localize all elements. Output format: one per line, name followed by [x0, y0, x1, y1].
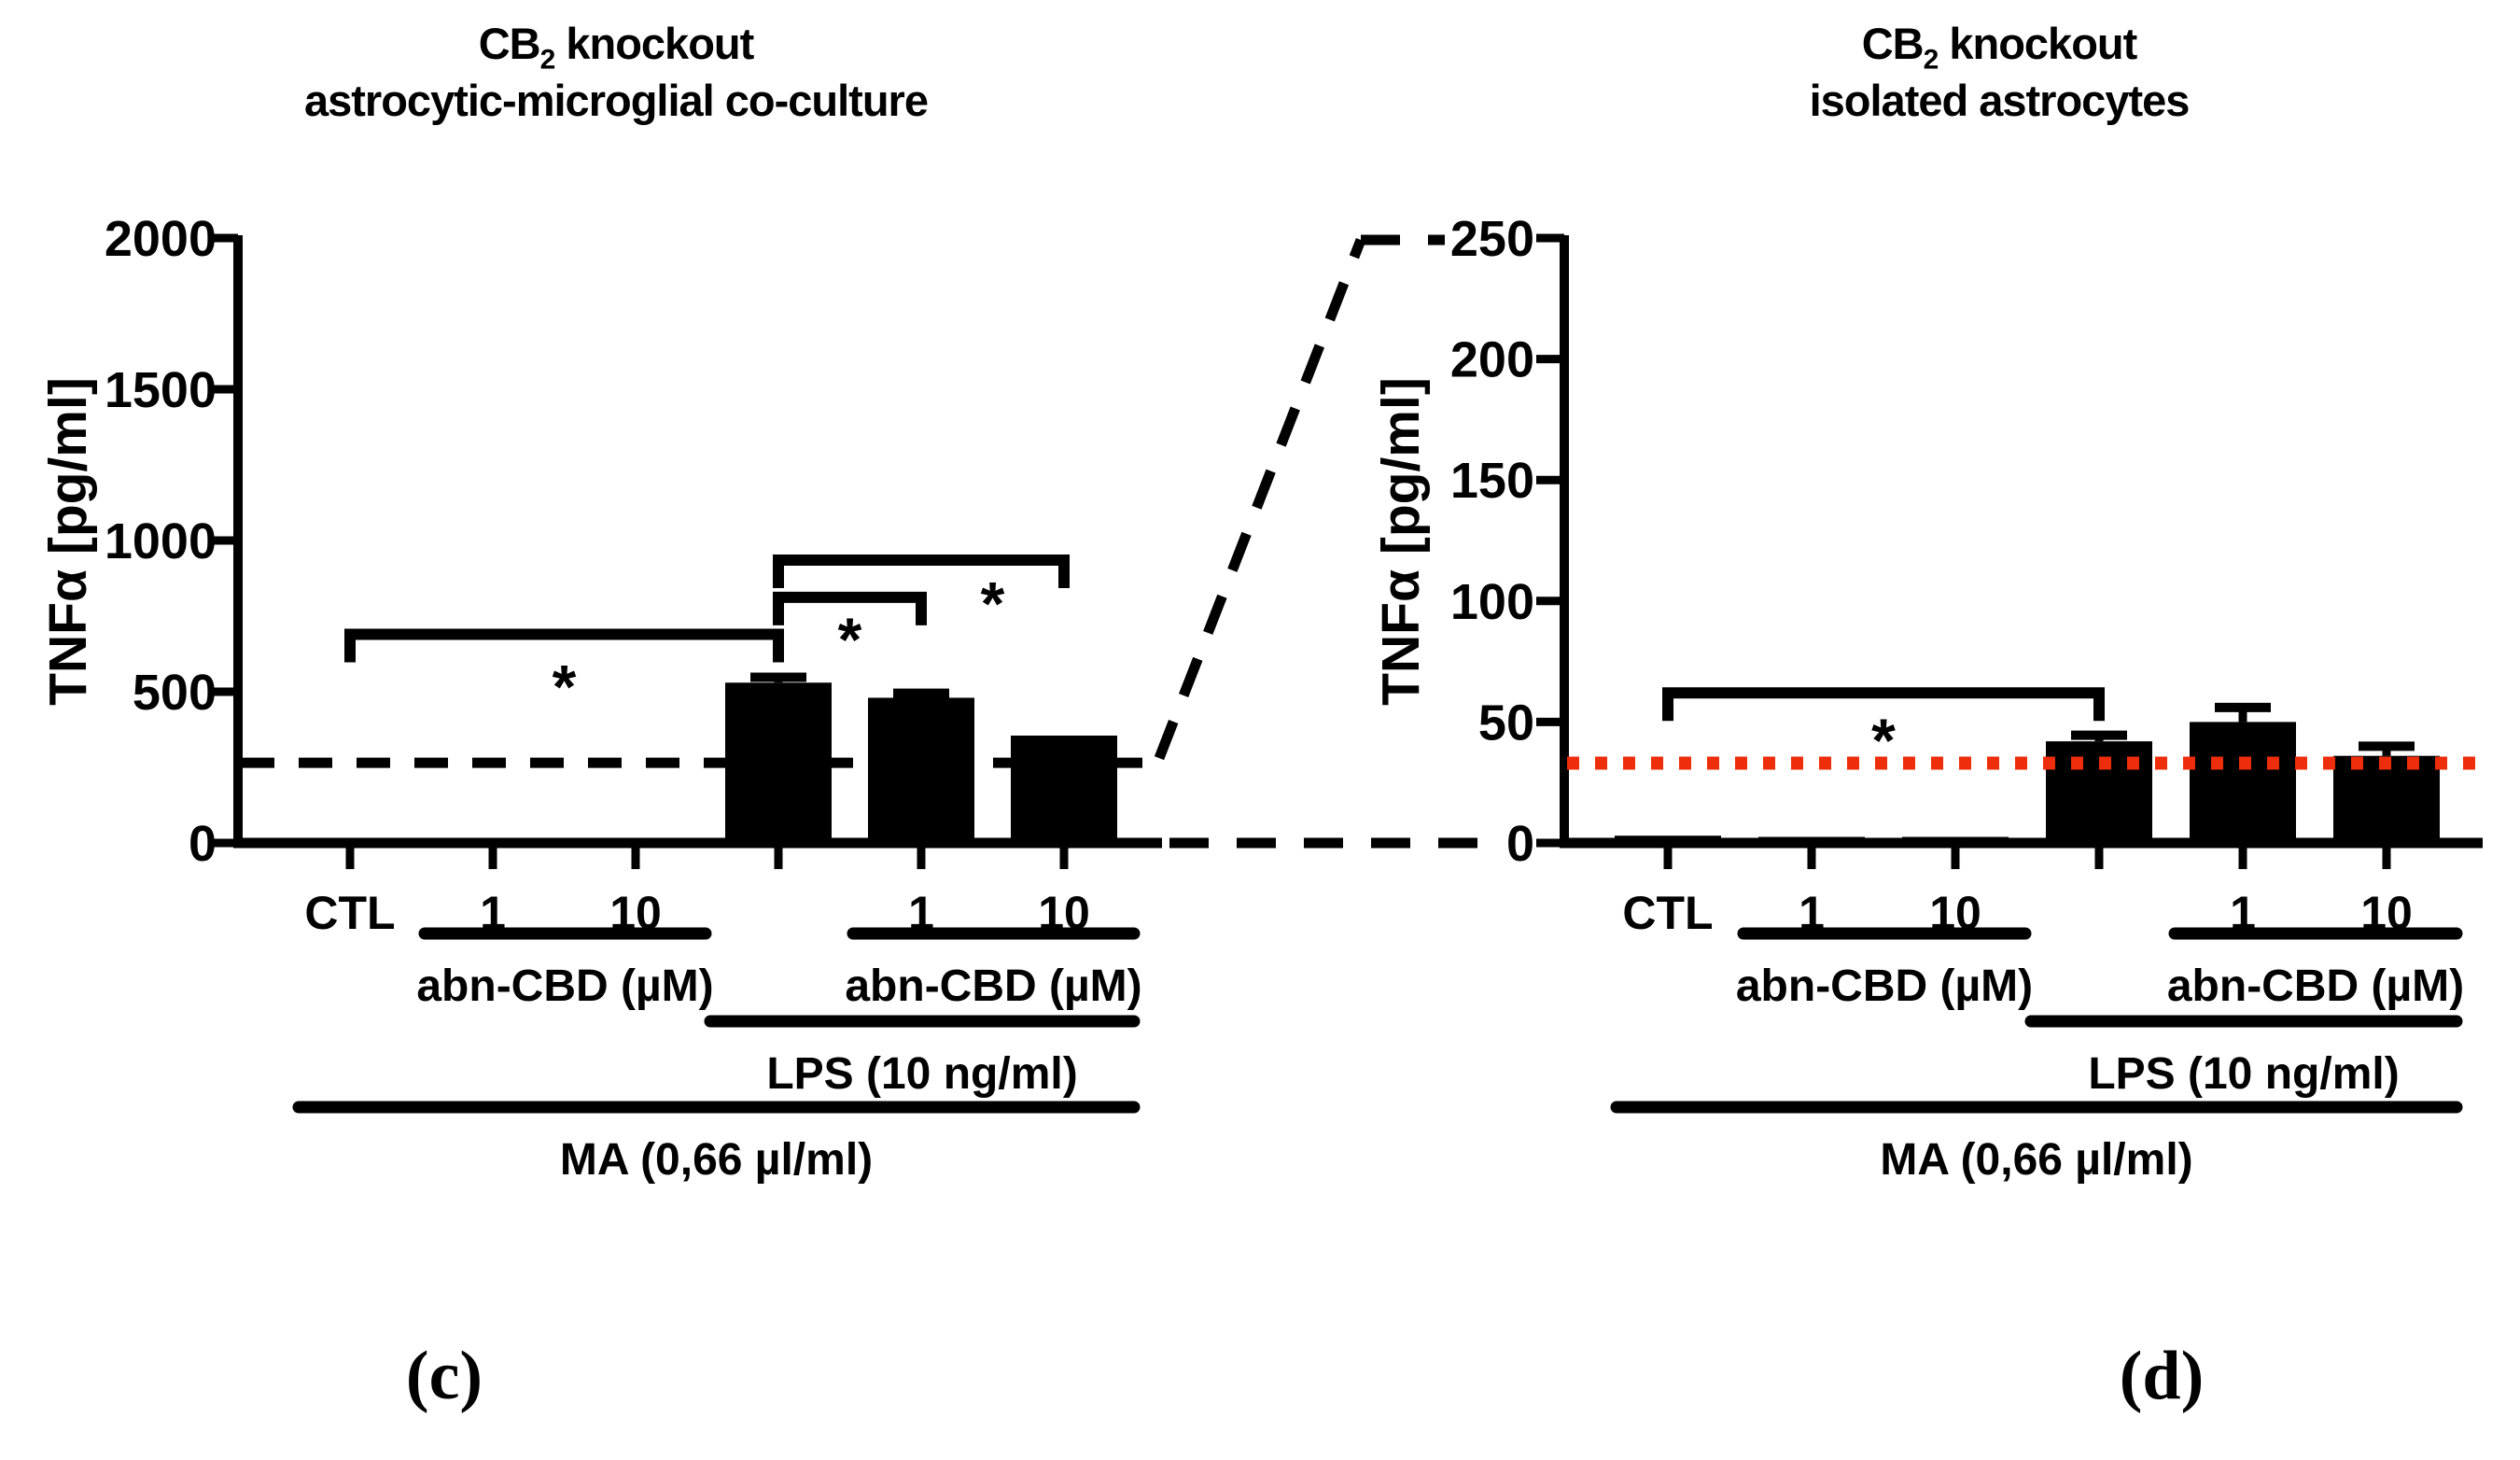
x-tick-label: CTL [1622, 887, 1713, 939]
y-tick-label: 0 [1506, 816, 1534, 872]
significance-star: * [1871, 706, 1896, 775]
panel-c-title: CB2 knockout astrocytic-microglial co-cu… [149, 15, 1083, 129]
significance-star: * [553, 652, 577, 721]
panel-c-title-line2: astrocytic-microglial co-culture [304, 76, 929, 125]
panel-d-y-axis-label: TNFα [pg/ml] [1371, 377, 1431, 706]
significance-bracket [773, 555, 1070, 589]
group-label: abn-CBD (µM) [416, 962, 713, 1011]
panel-d-title: CB2 knockout isolated astrocytes [1533, 15, 2466, 129]
panel-d-title-line2: isolated astrocytes [1809, 76, 2191, 125]
group-label: abn-CBD (µM) [845, 962, 1141, 1011]
y-tick-label: 1000 [105, 513, 217, 569]
significance-bracket [344, 628, 784, 663]
group-label: abn-CBD (µM) [2167, 962, 2464, 1011]
panel-c-y-axis-label: TNFα [pg/ml] [38, 377, 98, 706]
connector-diagonal-dashed-line [1154, 238, 1366, 761]
panel-c-letter: (c) [405, 1338, 483, 1414]
group-label: MA (0,66 µl/ml) [1880, 1135, 2192, 1185]
y-tick-label: 50 [1478, 695, 1534, 751]
significance-bracket [1662, 687, 2105, 722]
bar-10-5 [2333, 755, 2440, 843]
y-tick-label: 150 [1450, 453, 1534, 509]
bar-1-4 [2190, 722, 2296, 843]
bar-10-5 [1011, 735, 1117, 843]
y-tick-label: 100 [1450, 574, 1534, 630]
panel-c-title-line1: CB2 knockout [478, 19, 755, 76]
y-tick-label: 250 [1450, 211, 1534, 267]
y-tick-label: 2000 [105, 211, 217, 267]
title-subscript: 2 [1923, 44, 1939, 76]
bar-1-4 [868, 697, 974, 843]
group-label: abn-CBD (µM) [1736, 962, 2033, 1011]
y-tick-label: 200 [1450, 332, 1534, 388]
significance-bracket [773, 591, 927, 625]
significance-star: * [981, 569, 1005, 638]
y-tick-label: 500 [133, 665, 217, 721]
significance-star: * [838, 605, 862, 674]
panel-d-title-line1: CB2 knockout [1861, 19, 2138, 76]
panel-d-letter: (d) [2119, 1338, 2205, 1414]
y-tick-label: 0 [189, 816, 217, 872]
group-label: LPS (10 ng/ml) [2088, 1049, 2399, 1099]
title-subscript: 2 [539, 44, 556, 76]
x-tick-label: CTL [304, 887, 395, 939]
group-label: MA (0,66 µl/ml) [560, 1135, 873, 1185]
y-tick-label: 1500 [105, 362, 217, 418]
group-label: LPS (10 ng/ml) [766, 1049, 1077, 1099]
